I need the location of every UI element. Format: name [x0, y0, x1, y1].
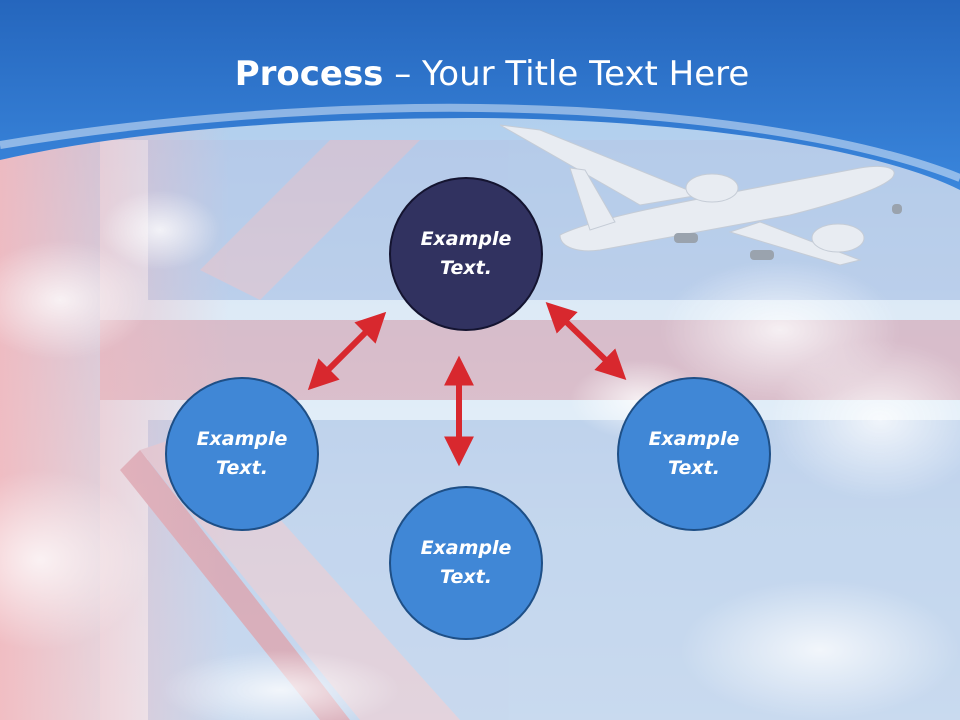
- header-band: [0, 0, 960, 190]
- arrow-top-right: [545, 301, 627, 381]
- node-top-label: Example Text.: [420, 228, 512, 279]
- node-left-label: Example Text.: [196, 428, 288, 479]
- title-rest: – Your Title Text Here: [383, 54, 750, 94]
- arrow-top-left: [307, 311, 387, 391]
- node-bottom: Example Text.: [389, 486, 543, 640]
- node-right: Example Text.: [617, 377, 771, 531]
- node-left: Example Text.: [165, 377, 319, 531]
- node-right-label: Example Text.: [648, 428, 740, 479]
- title-strong: Process: [234, 54, 384, 94]
- airplane-icon: [499, 124, 902, 266]
- node-bottom-label: Example Text.: [420, 537, 512, 588]
- node-top: Example Text.: [389, 177, 543, 331]
- clouds: [0, 190, 960, 720]
- slide-title: Process – Your Title Text Here: [0, 52, 960, 96]
